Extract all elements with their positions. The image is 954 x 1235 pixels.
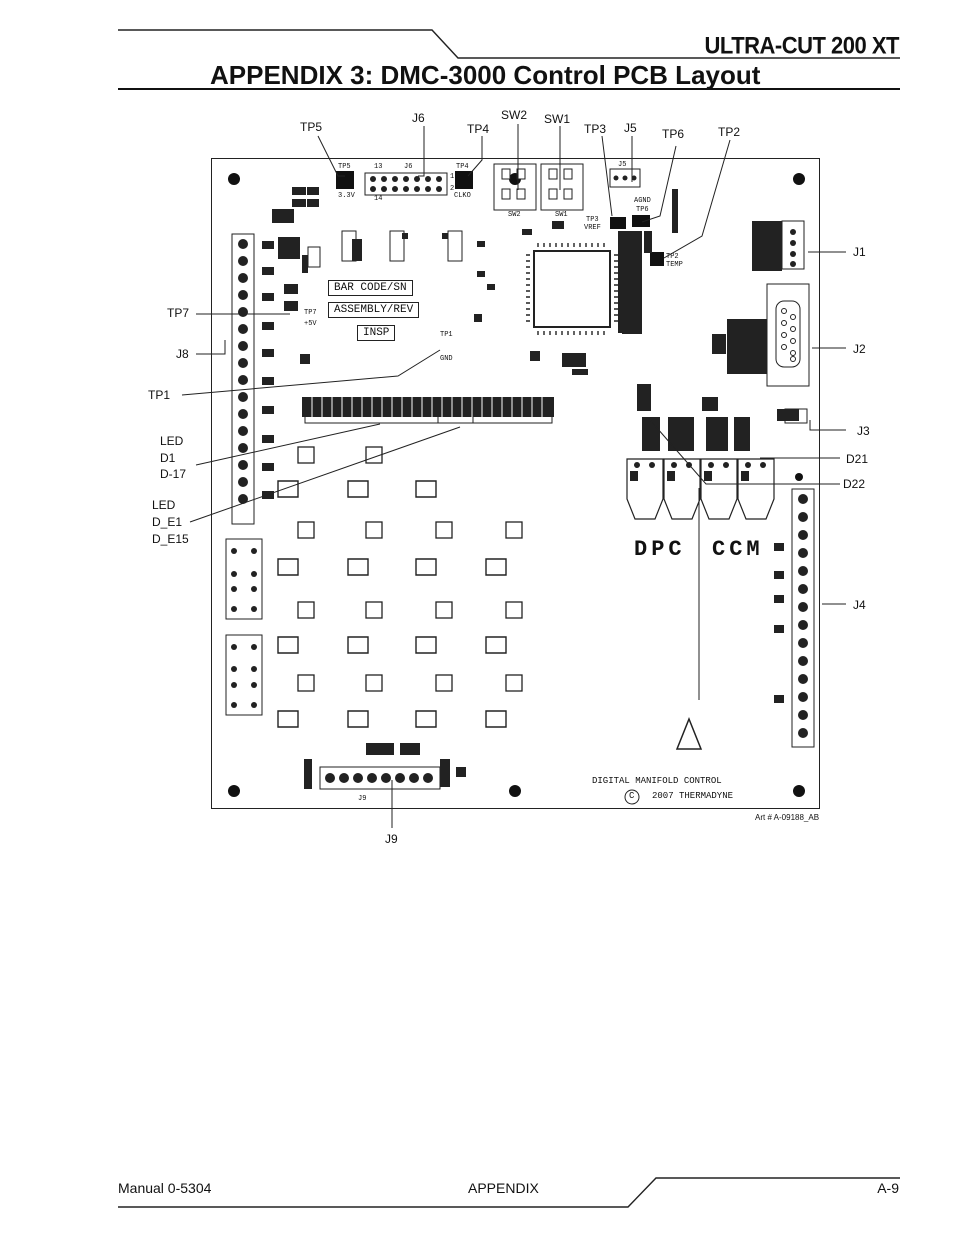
copyright-line: 2007 THERMADYNE [652,791,734,801]
callout-j4: J4 [853,598,866,612]
tp7-silk-label: TP7 [304,309,317,317]
ccm-silk-label: CCM [712,537,764,562]
j6-silk-pin13: 13 [374,163,383,171]
tp2-silk-label: TP2 [666,253,679,261]
callout-tp2: TP2 [718,125,741,139]
j6-silk-label: J6 [404,163,413,171]
tp1-silk-label: TP1 [440,331,453,339]
callout-tp4: TP4 [467,122,490,136]
barcode-box: BAR CODE/SN [328,280,413,296]
tp6-silk-agnd: AGND [634,197,651,205]
callout-j9: J9 [385,832,398,846]
tp2-silk-temp: TEMP [666,261,683,269]
sw2-silk-label: SW2 [508,211,521,219]
callout-j5: J5 [624,121,637,135]
page-title: APPENDIX 3: DMC-3000 Control PCB Layout [210,60,761,90]
footer-section: APPENDIX [468,1180,539,1196]
pcb-board: TP5 3.3V 13 J6 14 1 2 TP4 CLKO SW2 SW1 J… [211,158,820,809]
callout-tp3: TP3 [584,122,607,136]
pcb-artwork [225,163,815,805]
callout-tp5: TP5 [300,120,323,134]
header-rule [118,29,900,59]
tp5-silk-voltage: 3.3V [338,192,355,200]
callout-tp1: TP1 [148,388,171,402]
footer-rule [118,1177,900,1208]
inspection-box: INSP [357,325,396,341]
copyright-symbol: C [629,791,635,801]
j6-silk-pin14: 14 [374,195,383,203]
tp1-silk-gnd: GND [440,355,453,363]
dpc-silk-label: DPC [634,537,686,562]
callout-sw1: SW1 [544,112,571,126]
callout-j1: J1 [853,245,866,259]
tp4-silk-label: TP4 [456,163,469,171]
tp6-silk-label: TP6 [636,206,649,214]
art-number: Art # A-09188_AB [755,813,820,822]
tp5-silk-label: TP5 [338,163,351,171]
callout-tp7: TP7 [167,306,190,320]
callout-led2-end: D_E15 [152,532,189,546]
callout-tp6: TP6 [662,127,685,141]
callout-d21: D21 [846,452,869,466]
title-rule [118,88,900,90]
j5-silk-label: J5 [618,161,627,169]
callout-led1-end: D-17 [160,467,187,481]
sw1-silk-label: SW1 [555,211,568,219]
j9-silk-label: J9 [358,795,367,803]
callout-j6: J6 [412,111,425,125]
j6-silk-pin2: 2 [450,185,455,193]
tp7-silk-voltage: +5V [304,320,317,328]
manual-number: Manual 0-5304 [118,1180,212,1196]
assembly-box: ASSEMBLY/REV [328,302,420,318]
callout-j8: J8 [176,347,189,361]
product-name: ULTRA-CUT 200 XT [704,31,900,60]
callout-sw2: SW2 [501,108,528,122]
callout-j2: J2 [853,342,866,356]
callout-led2-title: LED [152,498,176,512]
page-number: A-9 [877,1180,899,1196]
j6-silk-pin1: 1 [450,173,455,181]
tp3-silk-vref: VREF [584,224,601,232]
callout-led1-title: LED [160,434,184,448]
callout-led1-start: D1 [160,451,176,465]
tp4-silk-clock: CLKO [454,192,471,200]
tp3-silk-label: TP3 [586,216,599,224]
callout-led2-start: D_E1 [152,515,183,529]
board-name-silk: DIGITAL MANIFOLD CONTROL [592,776,722,786]
callout-j3: J3 [857,424,870,438]
callout-d22: D22 [843,477,866,491]
